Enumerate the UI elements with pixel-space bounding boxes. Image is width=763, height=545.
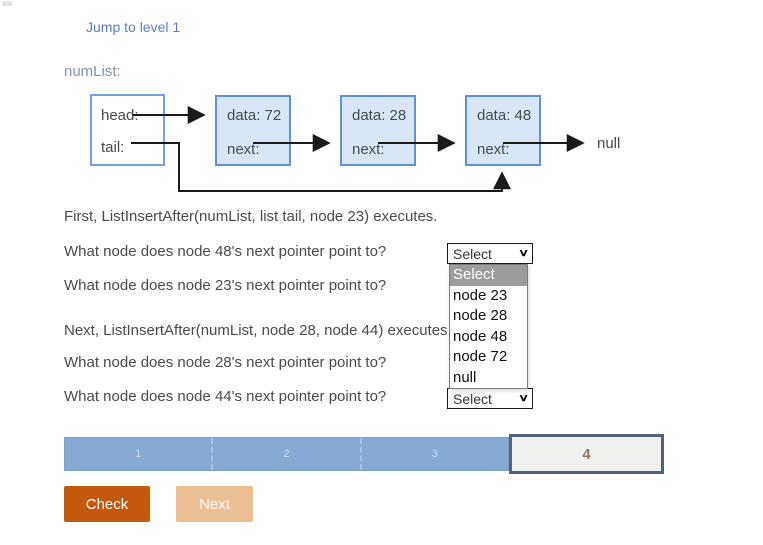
numlist-label: numList: [64,63,121,80]
node-box-48: data: 48 next: [465,95,541,166]
question-2-text: What node does node 23's next pointer po… [64,277,387,294]
q1-answer-select[interactable]: Select ∨ [447,243,533,264]
node-box-72: data: 72 next: [215,95,291,166]
dropdown-option-node-28[interactable]: node 28 [453,307,508,324]
dropdown-option-node-23[interactable]: node 23 [453,286,508,304]
head-label: head: [101,107,139,124]
instruction-line-1: First, ListInsertAfter(numList, list tai… [64,208,438,225]
progress-segment-3: 3 [362,438,508,470]
progress-bar: 1 2 3 [64,437,509,471]
progress-segment-2: 2 [213,438,362,470]
instruction-line-2: Next, ListInsertAfter(numList, node 28, … [64,322,452,339]
progress-segment-number: 2 [283,448,290,460]
progress-segment-1: 1 [65,438,214,470]
node-data-label: data: 72 [227,107,282,124]
question-1-text: What node does node 48's next pointer po… [64,243,387,260]
tail-label: tail: [101,139,125,156]
corner-artifact [3,1,12,6]
node-next-label: next: [227,141,260,158]
pointer-arrows [131,106,585,192]
q1-select-value: Select [453,245,492,262]
progress-segment-number: 1 [135,448,142,460]
node-box-28: data: 28 next: [340,95,416,166]
null-label: null [597,135,621,152]
progress-current-number: 4 [582,445,591,463]
dropdown-option-node-72[interactable]: node 72 [453,348,508,365]
check-button[interactable]: Check [64,486,150,522]
node-data-label: data: 28 [352,107,407,124]
q4-select-value: Select [453,390,492,407]
progress-segment-4-current: 4 [509,434,664,474]
node-data-label: data: 48 [477,107,532,124]
node-next-label: next: [477,141,510,158]
chevron-down-icon: ∨ [517,248,529,259]
head-tail-box: head: tail: [90,94,165,166]
chevron-down-icon: ∨ [517,393,529,404]
progress-segment-number: 3 [431,448,438,460]
node-next-label: next: [352,141,385,158]
q4-answer-select[interactable]: Select ∨ [447,388,533,409]
next-button[interactable]: Next [176,486,253,522]
question-3-text: What node does node 28's next pointer po… [64,354,387,371]
jump-to-level-link[interactable]: Jump to level 1 [86,19,181,35]
dropdown-option-node-48[interactable]: node 48 [453,327,508,345]
dropdown-option-select[interactable]: Select [450,265,527,286]
dropdown-option-null[interactable]: null [453,368,477,386]
q2-answer-dropdown-open: Select node 23 node 28 node 48 node 72 n… [449,264,528,389]
question-4-text: What node does node 44's next pointer po… [64,388,387,405]
